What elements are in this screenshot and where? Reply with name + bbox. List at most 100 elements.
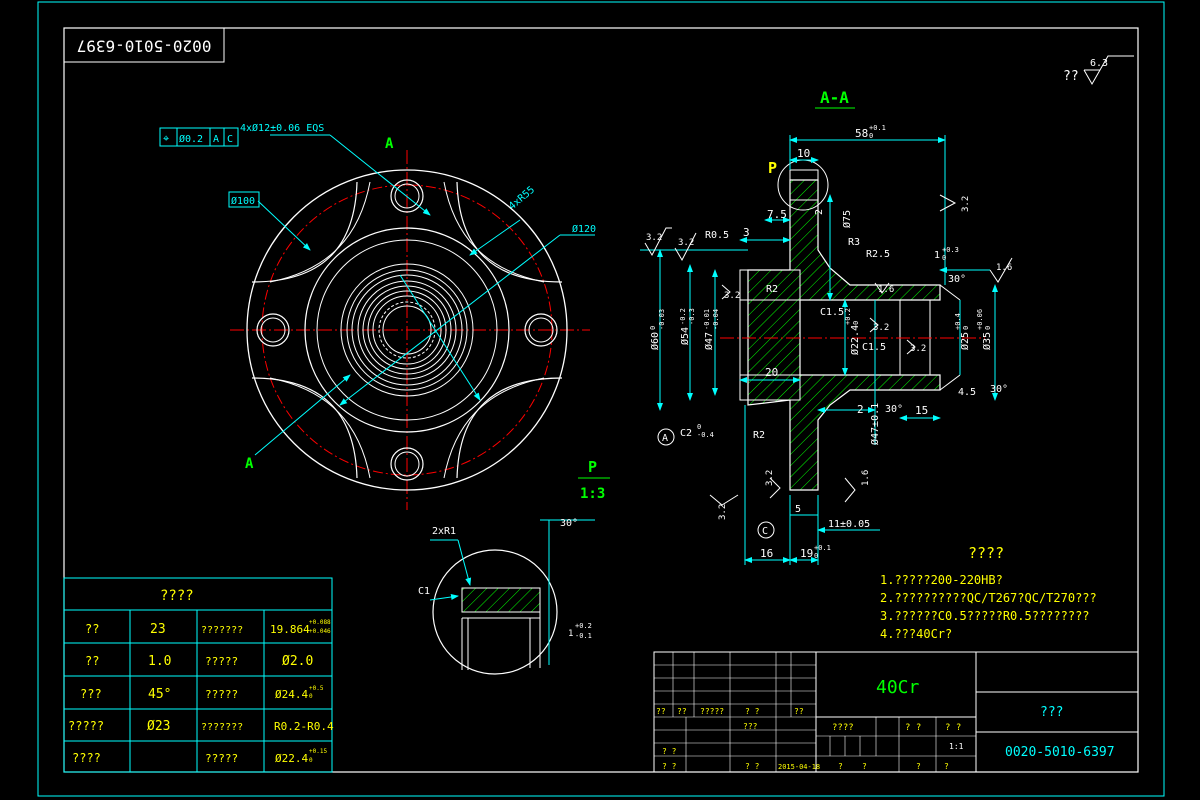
svg-text:+0.2: +0.2 <box>575 622 592 630</box>
svg-text:45°: 45° <box>148 687 171 702</box>
note-line: 1.?????200-220HB? <box>880 573 1003 587</box>
outer-frame <box>37 1 1165 797</box>
svg-text:0: 0 <box>942 254 946 262</box>
spline-parameter-table: ???? ?? 23 ??????? 19.864 +0.088 +0.046 … <box>63 577 334 773</box>
svg-text:R0.5: R0.5 <box>705 230 729 241</box>
svg-text:?: ? <box>862 762 867 771</box>
svg-text:C1: C1 <box>418 586 430 597</box>
svg-text:A: A <box>213 134 219 145</box>
svg-text:Ø100: Ø100 <box>231 195 255 207</box>
svg-text:+0.046: +0.046 <box>309 628 331 635</box>
svg-text:0: 0 <box>814 552 818 560</box>
section-view: A-A <box>640 88 1013 565</box>
front-view: A A ⌖ Ø0.2 A C 4xØ12±0.06 EQS 4xR55 Ø100… <box>159 122 596 510</box>
svg-text:C2: C2 <box>680 428 692 439</box>
svg-text:15: 15 <box>915 404 928 417</box>
svg-text:7.5: 7.5 <box>767 208 787 221</box>
svg-text:Ø22.4: Ø22.4 <box>849 325 861 355</box>
flange-callout: 4xR55 <box>507 185 537 213</box>
svg-text:??: ?? <box>85 654 99 668</box>
svg-text:Ø2.0: Ø2.0 <box>282 654 313 669</box>
svg-text:3: 3 <box>743 226 750 239</box>
detail-view-p: P 1:3 2xR1 C1 30° 1 +0.2 -0.1 <box>418 458 610 675</box>
svg-text:+0.5: +0.5 <box>309 685 324 692</box>
svg-text:19: 19 <box>800 547 813 560</box>
svg-text:????: ???? <box>832 723 854 733</box>
svg-text:58: 58 <box>855 127 868 140</box>
svg-text:3.2: 3.2 <box>678 238 694 248</box>
position-tolerance-frame: ⌖ Ø0.2 A C <box>159 127 239 147</box>
svg-text:Ø24.4: Ø24.4 <box>275 688 308 701</box>
svg-text:??: ?? <box>656 707 666 716</box>
svg-text:? ?: ? ? <box>662 762 677 771</box>
pitch-box: Ø100 <box>228 191 260 208</box>
svg-text:30°: 30° <box>560 518 578 529</box>
svg-text:0: 0 <box>869 132 873 140</box>
section-letter-top: A <box>385 136 394 152</box>
svg-text:+0.1: +0.1 <box>814 544 831 552</box>
svg-text:? ?: ? ? <box>745 762 760 771</box>
drawing-number: 0020-5010-6397 <box>1005 745 1115 760</box>
note-line: 4.???40Cr? <box>880 627 952 641</box>
svg-text:+0.4: +0.4 <box>954 313 962 330</box>
svg-text:30°: 30° <box>885 404 903 415</box>
svg-text:Ø47±0.1: Ø47±0.1 <box>869 403 881 445</box>
svg-text:Ø22.4: Ø22.4 <box>275 752 308 765</box>
hole-callout: 4xØ12±0.06 EQS <box>240 122 324 134</box>
svg-text:C1.5: C1.5 <box>862 342 886 353</box>
svg-text:+0.1: +0.1 <box>869 124 886 132</box>
svg-text:6.3: 6.3 <box>1090 58 1108 69</box>
notes-title: ???? <box>968 544 1004 562</box>
svg-text:Ø47: Ø47 <box>703 332 715 350</box>
svg-text:???: ??? <box>743 722 758 731</box>
svg-text:???????: ??????? <box>201 722 243 733</box>
svg-text:?????: ????? <box>205 752 238 765</box>
svg-text:-0.04: -0.04 <box>712 309 720 330</box>
svg-text:19.864: 19.864 <box>270 623 310 636</box>
section-letter-bottom: A <box>245 456 254 472</box>
svg-text:Ø54: Ø54 <box>679 327 691 345</box>
roughness-marks: 3.2 3.2 3.2 3.2 3.2 1.6 1.6 3.2 1.6 3.2 … <box>644 194 1013 520</box>
svg-text:A-A: A-A <box>820 88 849 107</box>
technical-notes: ???? 1.?????200-220HB? 2.??????????QC/T2… <box>880 544 1097 641</box>
svg-text:?????: ????? <box>205 688 238 701</box>
svg-text:C: C <box>227 134 233 145</box>
svg-text:??: ?? <box>85 622 99 636</box>
svg-text:30°: 30° <box>990 384 1008 395</box>
svg-text:20: 20 <box>765 366 778 379</box>
svg-text:0: 0 <box>649 326 657 330</box>
svg-text:⌖: ⌖ <box>163 132 169 145</box>
svg-text:23: 23 <box>150 622 166 637</box>
svg-text:? ?: ? ? <box>905 723 921 733</box>
svg-text:+0.088: +0.088 <box>309 619 331 626</box>
svg-text:4.5: 4.5 <box>958 387 976 398</box>
svg-text:R2: R2 <box>766 284 778 295</box>
svg-text:Ø60: Ø60 <box>649 332 661 350</box>
svg-text:2: 2 <box>814 209 825 215</box>
svg-text:C1.5: C1.5 <box>820 307 844 318</box>
svg-text:0: 0 <box>984 326 992 330</box>
svg-text:Ø25: Ø25 <box>959 332 971 350</box>
svg-text:1.6: 1.6 <box>878 285 894 295</box>
svg-text:????: ???? <box>72 751 101 765</box>
note-line: 3.??????C0.5?????R0.5???????? <box>880 609 1090 623</box>
svg-text:1.0: 1.0 <box>148 654 171 669</box>
svg-text:Ø0.2: Ø0.2 <box>179 133 203 145</box>
svg-text:Ø23: Ø23 <box>147 719 170 734</box>
svg-text:3.2: 3.2 <box>718 504 728 520</box>
svg-text:0: 0 <box>697 423 701 431</box>
svg-text:P: P <box>768 159 777 177</box>
surface-finish-note: ?? 6.3 <box>1063 55 1134 86</box>
svg-text:-0.1: -0.1 <box>575 632 592 640</box>
svg-text:3.2: 3.2 <box>910 344 926 354</box>
svg-text:-0.3: -0.3 <box>688 308 696 325</box>
svg-text:?: ? <box>916 762 921 771</box>
svg-text:1:1: 1:1 <box>949 742 964 751</box>
svg-text:3.2: 3.2 <box>724 291 740 301</box>
svg-text:?????: ????? <box>205 655 238 668</box>
svg-text:+0.15: +0.15 <box>309 748 327 755</box>
svg-text:?????: ????? <box>700 707 724 716</box>
svg-text:R0.2-R0.4: R0.2-R0.4 <box>274 720 334 733</box>
